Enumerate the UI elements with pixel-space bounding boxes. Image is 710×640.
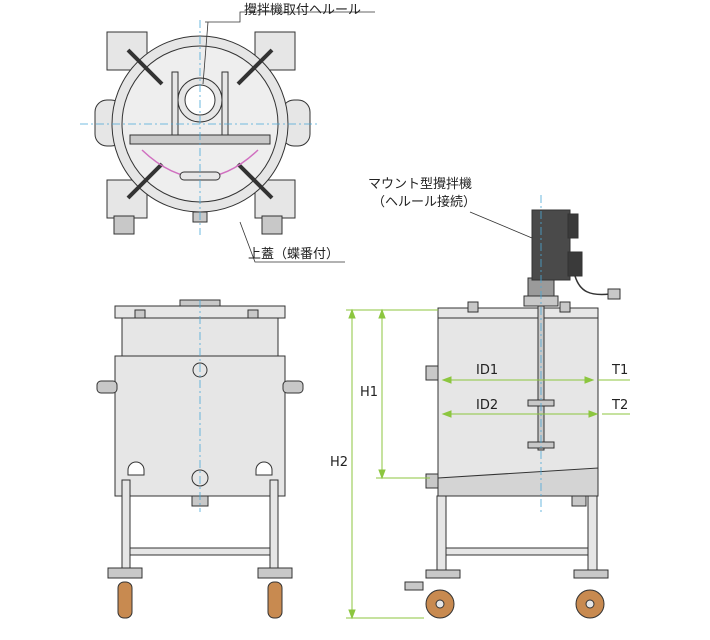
dimension-lines — [346, 308, 630, 620]
front-wheel-left — [117, 581, 133, 619]
dim-id1: ID1 — [476, 363, 498, 378]
side-mixer-cable — [574, 275, 611, 296]
front-view — [96, 299, 304, 619]
top-view — [94, 31, 311, 235]
label-mixer-type-line1: マウント型攪拌機 — [368, 177, 472, 192]
front-leg-left — [121, 479, 131, 571]
top-foot-right — [261, 215, 283, 235]
side-leaders — [469, 211, 533, 239]
label-mixer-mount: 攪拌機取付ヘルール — [244, 3, 361, 18]
label-mixer-type-line2: （ヘルール接続） — [372, 194, 476, 210]
side-mixer-motor — [531, 209, 571, 281]
dim-t2: T2 — [611, 398, 628, 413]
side-crossbar — [445, 547, 589, 556]
top-leaders — [202, 11, 375, 263]
side-body — [437, 317, 599, 497]
front-crossbar — [129, 547, 271, 556]
dim-h2: H2 — [330, 455, 348, 470]
dim-id2: ID2 — [476, 398, 498, 413]
dim-t1: T1 — [611, 363, 628, 378]
front-leg-right — [269, 479, 279, 571]
side-lid — [437, 307, 599, 319]
side-leg-right — [587, 495, 598, 572]
top-centerlines — [80, 20, 320, 235]
label-lid: 上蓋（蝶番付） — [248, 247, 339, 262]
top-foot-left — [113, 215, 135, 235]
front-wheel-right — [267, 581, 283, 619]
side-leg-left — [436, 495, 447, 572]
dim-h1: H1 — [360, 385, 378, 400]
side-view — [404, 209, 621, 619]
